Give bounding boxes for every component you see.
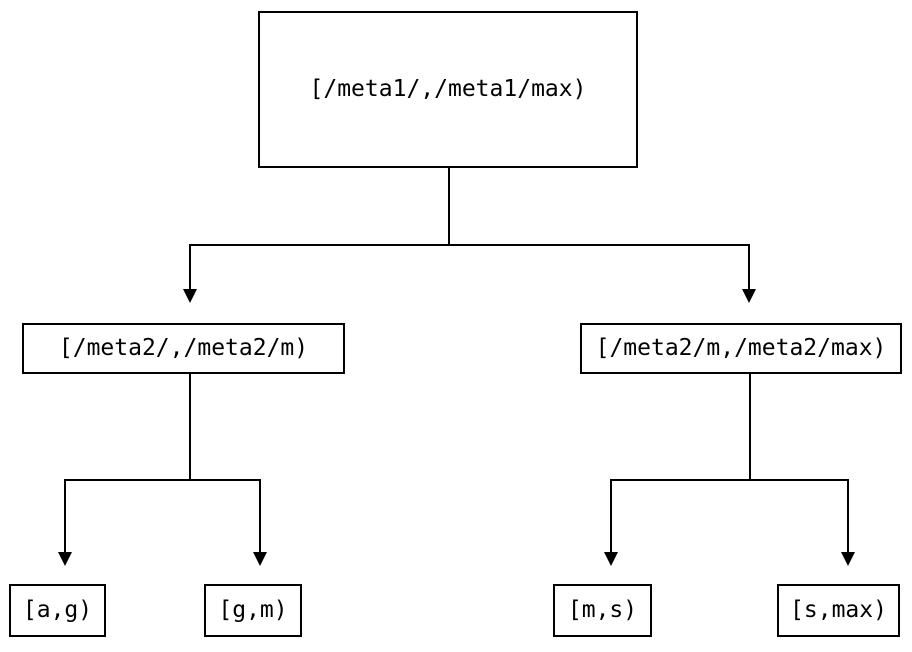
arrow-down-icon-mid-left-to-leaf-2 — [253, 552, 267, 566]
arrow-down-icon-root-to-mid-left — [183, 289, 197, 303]
node-leaf-1-label: [a,g) — [22, 597, 93, 623]
edge-root-stem — [448, 168, 450, 246]
edge-mid-right-to-leaf-3 — [610, 479, 612, 553]
edge-mid-left-bar — [64, 479, 261, 481]
node-mid-left[interactable]: [/meta2/,/meta2/m) — [22, 323, 345, 374]
edge-mid-right-stem — [749, 374, 751, 481]
node-leaf-4[interactable]: [s,max) — [777, 584, 900, 637]
arrow-down-icon-mid-right-to-leaf-3 — [604, 552, 618, 566]
edge-mid-left-to-leaf-2 — [259, 479, 261, 553]
arrow-down-icon-mid-right-to-leaf-4 — [841, 552, 855, 566]
node-leaf-3-label: [m,s) — [567, 597, 638, 623]
edge-root-to-mid-left — [189, 244, 191, 290]
node-leaf-2-label: [g,m) — [218, 597, 288, 623]
node-leaf-2[interactable]: [g,m) — [204, 584, 302, 637]
node-root-label: [/meta1/,/meta1/max) — [309, 76, 587, 102]
edge-mid-right-to-leaf-4 — [847, 479, 849, 553]
node-mid-left-label: [/meta2/,/meta2/m) — [58, 335, 309, 361]
node-root[interactable]: [/meta1/,/meta1/max) — [258, 11, 638, 168]
edge-mid-left-stem — [189, 374, 191, 481]
edge-root-bar — [189, 244, 750, 246]
node-mid-right-label: [/meta2/m,/meta2/max) — [595, 335, 887, 361]
node-leaf-3[interactable]: [m,s) — [553, 584, 652, 637]
node-mid-right[interactable]: [/meta2/m,/meta2/max) — [580, 323, 902, 374]
node-leaf-1[interactable]: [a,g) — [9, 584, 106, 637]
edge-mid-right-bar — [610, 479, 849, 481]
node-leaf-4-label: [s,max) — [790, 597, 887, 623]
edge-root-to-mid-right — [748, 244, 750, 290]
edge-mid-left-to-leaf-1 — [64, 479, 66, 553]
arrow-down-icon-root-to-mid-right — [742, 289, 756, 303]
arrow-down-icon-mid-left-to-leaf-1 — [58, 552, 72, 566]
